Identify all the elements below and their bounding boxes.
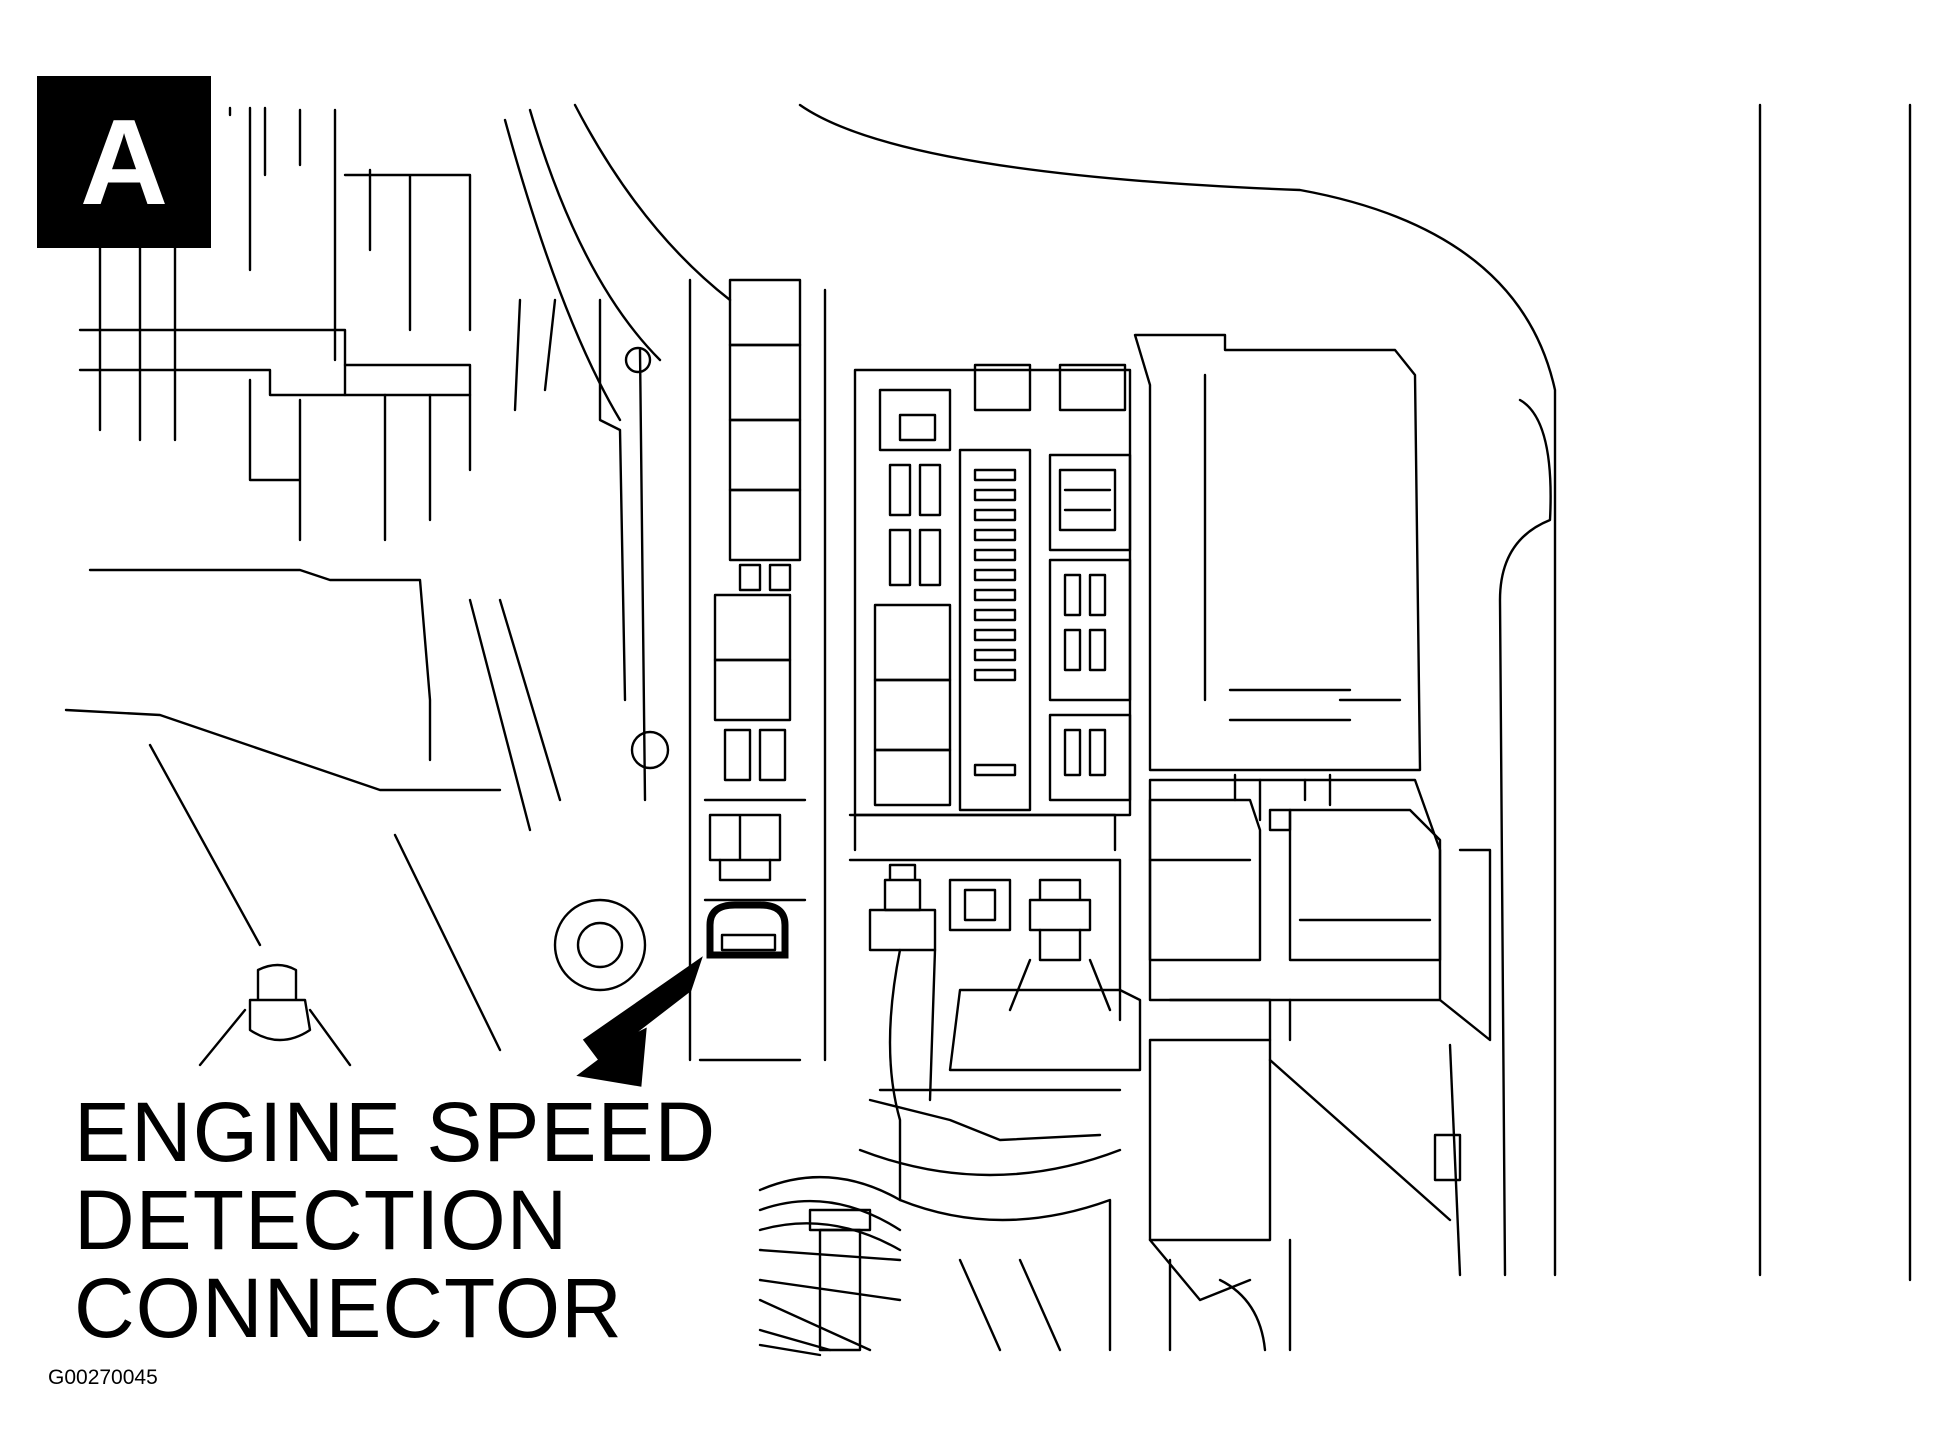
fuse-box (848, 363, 1132, 852)
view-badge: A (37, 76, 211, 248)
fender-outline (573, 103, 1912, 1282)
right-housing (1133, 333, 1492, 1042)
relay-column (688, 278, 827, 1062)
battery-terminals (848, 858, 1462, 1277)
left-engine-structure (64, 106, 670, 1067)
caption-line-1: ENGINE SPEED (74, 1085, 717, 1179)
view-letter: A (79, 94, 169, 230)
arrow-icon (576, 956, 703, 1087)
connector-caption: ENGINE SPEED DETECTION CONNECTOR (74, 1088, 716, 1352)
wiring-harness (758, 1088, 1292, 1357)
caption-line-2: DETECTION (74, 1173, 569, 1267)
figure-code: G00270045 (48, 1366, 158, 1389)
engine-speed-detection-connector (706, 901, 789, 959)
caption-line-3: CONNECTOR (74, 1261, 623, 1355)
